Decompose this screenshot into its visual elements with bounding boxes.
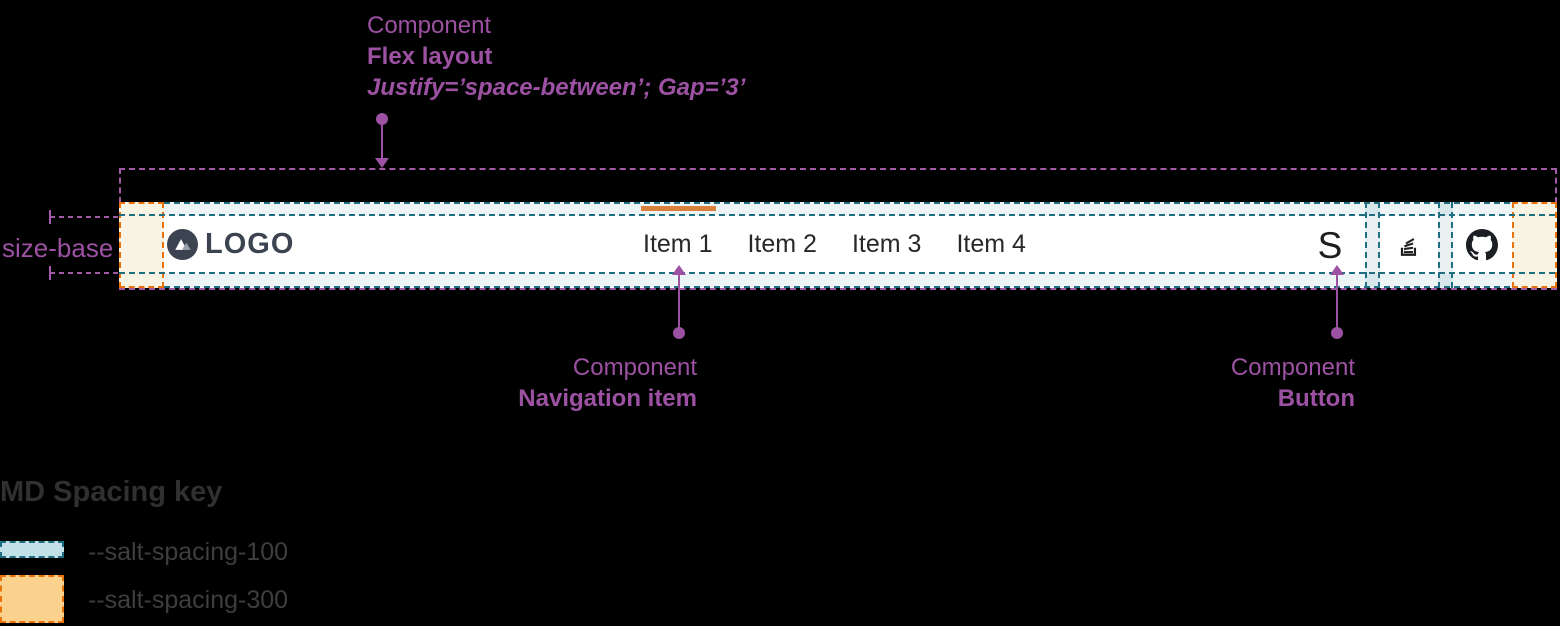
size-base-dimension-line (50, 216, 118, 218)
flex-layout-annotation: Component Flex layout Justify=’space-bet… (367, 10, 745, 103)
flex-annotation-detail: Justify=’space-between’; Gap=’3’ (367, 74, 746, 101)
spacing-dash-line (119, 214, 1557, 216)
nav-item-3[interactable]: Item 3 (851, 230, 922, 258)
button-annotation-eyebrow: Component (1230, 354, 1355, 381)
nav-item-1[interactable]: Item 1 (643, 230, 713, 258)
spacing-100-gap-strip (1365, 202, 1380, 288)
stackoverflow-icon (1396, 232, 1422, 258)
button-annotation-line (1336, 273, 1338, 330)
nav-annotation-title: Navigation item (518, 385, 697, 412)
button-annotation-arrowhead-icon (1330, 265, 1344, 275)
nav-item-2[interactable]: Item 2 (747, 230, 817, 258)
spacing-100-swatch (0, 541, 64, 558)
spacing-key-title: MD Spacing key (0, 476, 223, 508)
size-base-label: size-base (2, 233, 114, 263)
stackoverflow-button[interactable] (1396, 232, 1422, 258)
github-icon (1466, 229, 1498, 261)
flex-annotation-eyebrow: Component (367, 12, 492, 39)
size-base-tick (49, 266, 51, 280)
nav-annotation-line (678, 273, 680, 330)
spacing-dash-line (164, 286, 1512, 288)
button-annotation-dot (1331, 327, 1343, 339)
spacing-100-gap-strip (1438, 202, 1453, 288)
spacing-100-strip-top (164, 202, 1512, 215)
spacing-100-label: --salt-spacing-100 (88, 538, 289, 566)
button-annotation: Component Button (1231, 352, 1355, 414)
nav-annotation-eyebrow: Component (572, 354, 697, 381)
spacing-300-label: --salt-spacing-300 (88, 586, 289, 614)
size-base-tick (49, 210, 51, 224)
mountain-logo-icon (167, 229, 198, 260)
active-nav-indicator (641, 206, 716, 211)
navigation-item-annotation: Component Navigation item (518, 352, 697, 414)
button-annotation-title: Button (1277, 385, 1355, 412)
nav-annotation-arrowhead-icon (672, 265, 686, 275)
flex-annotation-dot (376, 113, 388, 125)
spacing-300-swatch (0, 575, 64, 623)
spacing-dash-line (119, 272, 1557, 274)
nav-item-list: Item 1 Item 2 Item 3 Item 4 (643, 216, 1026, 273)
size-base-dimension-line (50, 272, 118, 274)
nav-annotation-dot (673, 327, 685, 339)
spacing-100-strip-bottom (164, 274, 1512, 287)
flex-annotation-line (381, 124, 383, 162)
github-button[interactable] (1466, 229, 1498, 261)
flex-annotation-title: Flex layout (367, 43, 493, 70)
nav-item-4[interactable]: Item 4 (956, 230, 1026, 258)
logo[interactable]: LOGO (167, 216, 294, 273)
salt-s-button[interactable]: S (1318, 225, 1343, 267)
spacing-dash-line (164, 202, 1512, 204)
logo-text: LOGO (205, 228, 295, 260)
flex-annotation-arrowhead-icon (375, 158, 389, 168)
salt-s-icon: S (1317, 225, 1343, 266)
